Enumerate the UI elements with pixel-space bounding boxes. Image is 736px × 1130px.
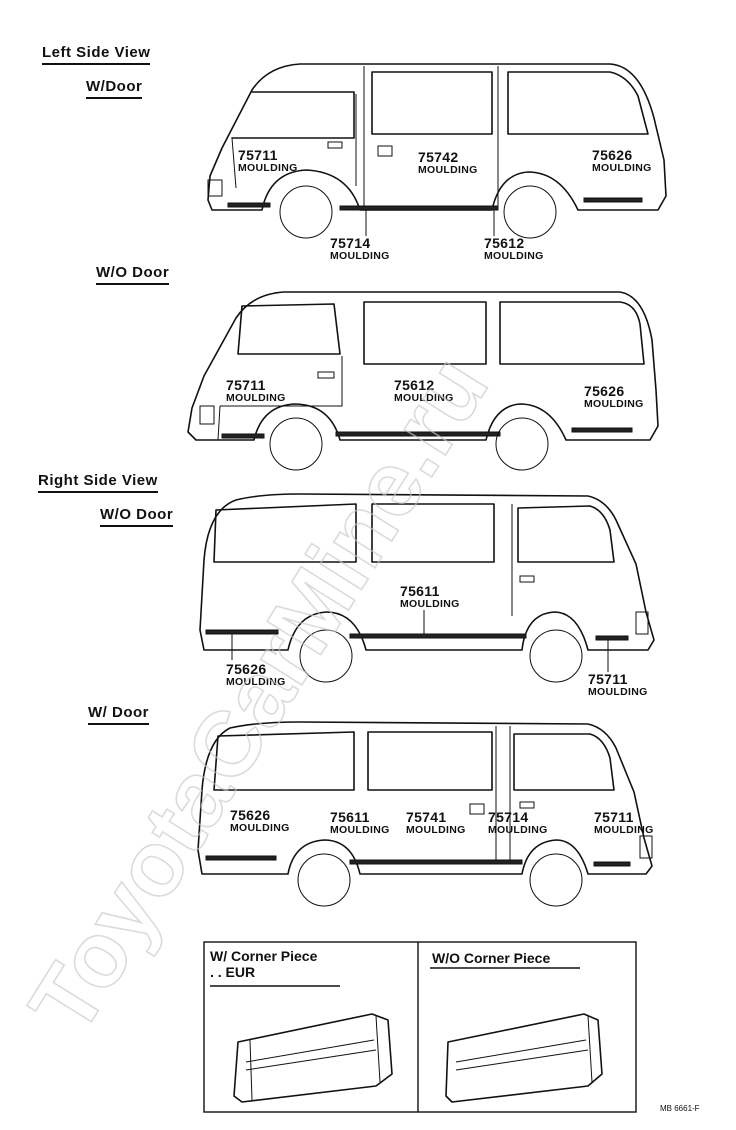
left-wo-door-heading: W/O Door — [96, 264, 170, 285]
van-left-wo-door — [187, 291, 659, 471]
w-corner-piece-title: W/ Corner Piece — [210, 948, 318, 964]
van-left-w-door — [207, 63, 667, 239]
left-w-door-heading: W/Door — [86, 78, 143, 99]
right-side-view-heading: Right Side View — [38, 472, 158, 493]
detail-box — [203, 941, 637, 1113]
w-corner-piece-label: W/ Corner Piece . . EUR — [210, 948, 317, 980]
right-w-door-heading: W/ Door — [88, 704, 149, 725]
eur-note: . . EUR — [210, 964, 256, 981]
right-wo-door-heading: W/O Door — [100, 506, 174, 527]
drawing-code: MB 6661-F — [660, 1104, 700, 1113]
van-right-wo-door — [199, 493, 655, 683]
left-side-view-heading: Left Side View — [42, 44, 151, 65]
van-right-w-door — [197, 721, 653, 907]
wo-corner-piece-label: W/O Corner Piece — [432, 950, 551, 966]
